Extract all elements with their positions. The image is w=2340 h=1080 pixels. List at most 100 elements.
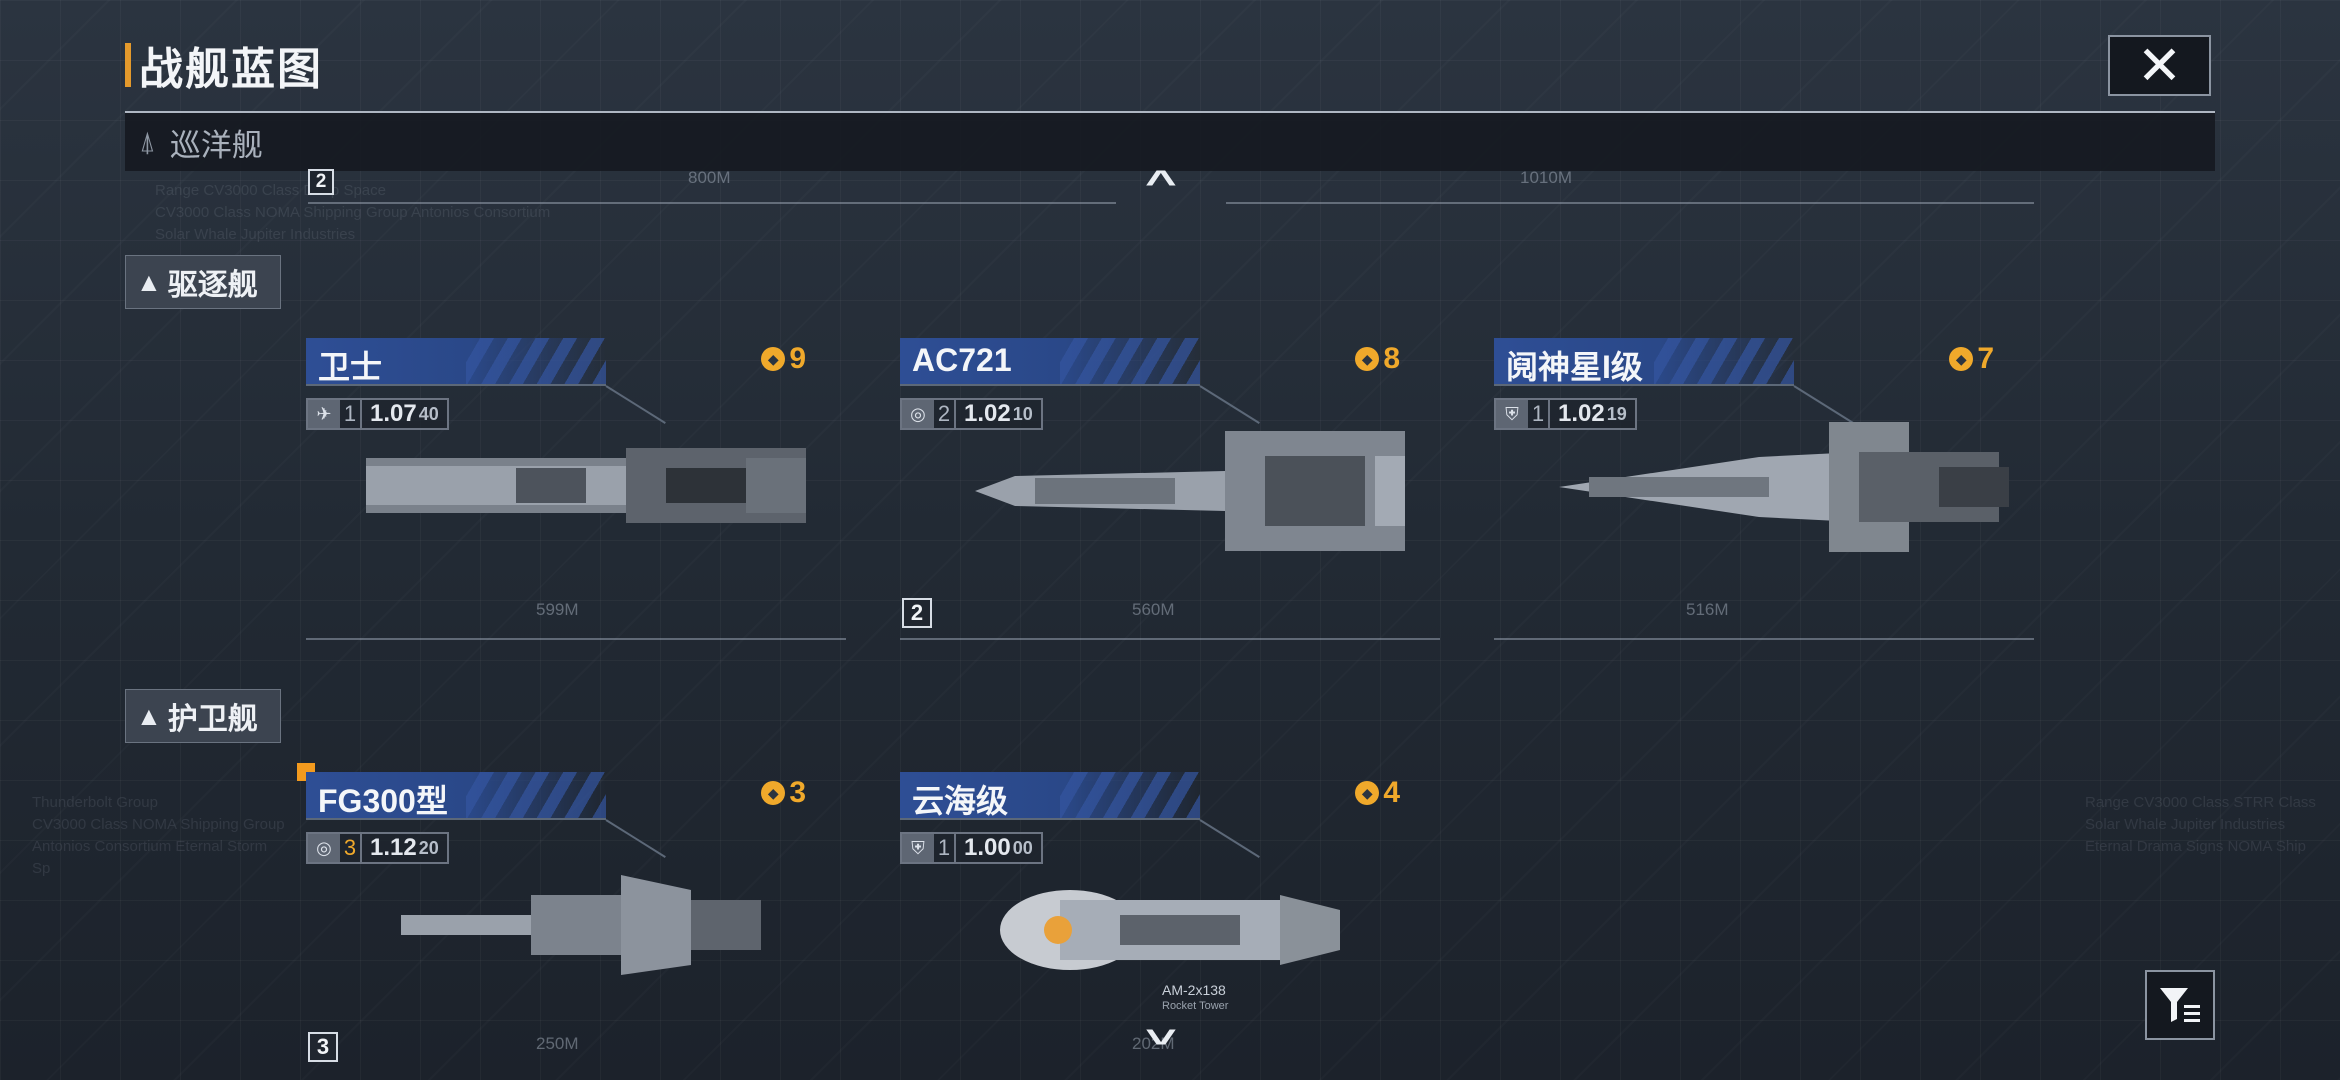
cost-value: 9 [789,342,806,375]
category-label: 巡洋舰 [169,127,263,163]
stat-sub: 19 [1606,403,1627,424]
coin-icon: ◆ [1355,347,1380,371]
stat-level: 1 [1528,400,1550,428]
callout-sublabel: Rocket Tower [1162,1000,1229,1012]
stat-main: 1.12 [370,834,417,861]
stat-main: 1.02 [1558,400,1605,427]
stat-level: 3 [340,834,362,862]
globe-icon: ◎ [308,834,340,862]
callout-label: AM-2x138 [1162,982,1226,998]
coin-icon: ◆ [761,781,786,805]
category-frigate[interactable]: ▲ 护卫舰 [125,689,281,743]
bg-text-top: Range CV3000 Class Deep Space CV3000 Cla… [155,182,551,243]
ship-name: 阋神星I级 [1506,349,1643,385]
ruler-line [900,638,1440,640]
page-header: 战舰蓝图 [125,40,323,94]
name-bar [306,772,606,818]
name-bar [900,772,1200,818]
ship-image [366,448,806,523]
ship-cost: ◆4 [1355,776,1400,810]
ruler-line [306,638,846,640]
length-label: 202M [1132,1034,1175,1053]
stat-sub: 00 [1012,837,1033,858]
page-title: 战舰蓝图 [139,45,323,94]
callout-line [1199,385,1260,424]
stat-main: 1.02 [964,400,1011,427]
filter-icon [2160,988,2200,1022]
name-bar [306,338,606,384]
scroll-down-icon[interactable]: ^ [1145,1013,1177,1051]
ruler-line [1226,202,2034,204]
fighter-icon: ✈ [308,400,340,428]
close-icon: ✕ [2136,35,2183,96]
ship-name: 云海级 [912,783,1009,819]
coin-icon: ◆ [1355,781,1380,805]
callout-line [605,385,666,424]
filter-button[interactable] [2145,970,2215,1040]
ship-image [1559,422,2009,552]
ship-cost: ◆9 [761,342,806,376]
callout-line [605,819,666,858]
header-divider [125,111,2215,113]
callout-line [1793,385,1854,424]
tier-badge: 3 [308,1032,338,1062]
category-label: 驱逐舰 [167,269,258,302]
coin-icon: ◆ [761,347,786,371]
name-underline [1494,384,1794,386]
name-bar [900,338,1200,384]
length-label: 516M [1686,600,1729,619]
bg-text-right: Range CV3000 Class STRR Class Solar Whal… [2085,794,2316,855]
ship-cost: ◆7 [1949,342,1994,376]
globe-icon: ◎ [902,400,934,428]
cost-value: 4 [1383,776,1400,809]
frigate-icon: ▲ [136,700,162,731]
ruler-line [1494,638,2034,640]
ruler-line [308,202,1116,204]
ship-cost: ◆8 [1355,342,1400,376]
cost-value: 7 [1977,342,1994,375]
ship-image [401,875,761,975]
shield-icon: ⛨ [902,834,934,862]
stat-level: 2 [934,400,956,428]
shield-icon: ⛨ [1496,400,1528,428]
destroyer-icon: ▲ [136,266,162,297]
scroll-up-icon[interactable]: ^ [1145,164,1177,202]
stat-main: 1.00 [964,834,1011,861]
length-label: 800M [688,168,731,187]
category-destroyer[interactable]: ▲ 驱逐舰 [125,255,281,309]
name-bar [1494,338,1794,384]
length-label: 599M [536,600,579,619]
category-cruiser[interactable]: ⍋ 巡洋舰 [125,113,2215,171]
ship-name: FG300型 [318,783,448,819]
cruiser-icon: ⍋ [139,125,156,157]
name-underline [306,384,606,386]
close-button[interactable]: ✕ [2108,35,2211,96]
stat-level: 1 [340,400,362,428]
stat-level: 1 [934,834,956,862]
stat-sub: 20 [418,837,439,858]
name-underline [306,818,606,820]
name-underline [900,384,1200,386]
callout-line [1199,819,1260,858]
name-underline [900,818,1200,820]
title-accent [125,43,131,87]
ship-image [1000,890,1340,970]
category-label: 护卫舰 [167,703,258,736]
stat-sub: 40 [418,403,439,424]
ship-image [975,431,1405,551]
ship-cost: ◆3 [761,776,806,810]
ship-name: AC721 [912,342,1012,378]
